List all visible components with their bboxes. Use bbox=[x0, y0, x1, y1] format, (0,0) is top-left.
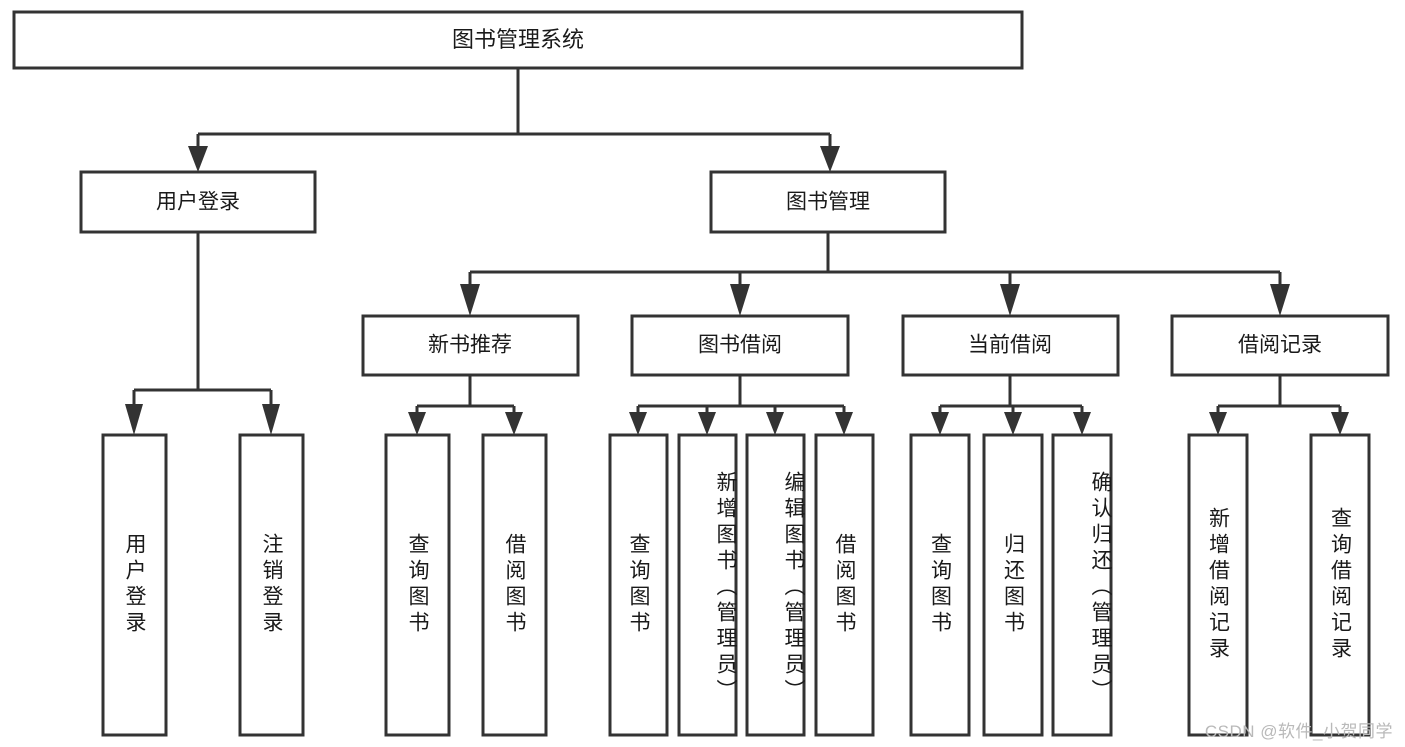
leaf-node-boxes bbox=[101, 433, 1371, 737]
node-borrow-record-label: 借阅记录 bbox=[1238, 334, 1322, 357]
node-book-borrow-label: 图书借阅 bbox=[698, 334, 782, 357]
node-new-book-rec-label: 新书推荐 bbox=[428, 334, 512, 357]
node-new-book-rec-box[interactable] bbox=[361, 314, 580, 377]
leaf-box-logout[interactable] bbox=[238, 433, 305, 737]
node-book-borrow-box[interactable] bbox=[630, 314, 850, 377]
connector-group-new-book-rec bbox=[408, 375, 523, 435]
leaf-box-return-book[interactable] bbox=[982, 433, 1044, 737]
node-current-borrow[interactable]: 当前借阅 bbox=[901, 314, 1120, 377]
connector-group-user-login bbox=[125, 232, 280, 435]
node-new-book-rec[interactable]: 新书推荐 bbox=[361, 314, 580, 377]
node-user-login[interactable]: 用户登录 bbox=[79, 170, 317, 234]
connector-group-book-manage bbox=[460, 232, 1290, 316]
node-root-box[interactable] bbox=[12, 10, 1024, 70]
leaf-box-borrow-book[interactable] bbox=[814, 433, 875, 737]
leaf-box-query-book-borrow[interactable] bbox=[608, 433, 669, 737]
node-user-login-label: 用户登录 bbox=[156, 191, 240, 214]
arrow-head-leaf-borrow-book-rec bbox=[505, 412, 523, 435]
arrow-head-leaf-add-record bbox=[1209, 412, 1227, 435]
leaf-box-query-book-cur[interactable] bbox=[909, 433, 971, 737]
node-book-borrow[interactable]: 图书借阅 bbox=[630, 314, 850, 377]
arrow-head-current-borrow bbox=[1000, 284, 1020, 316]
leaf-box-add-book[interactable] bbox=[677, 433, 738, 737]
arrow-head-book-borrow bbox=[730, 284, 750, 316]
leaf-box-confirm-return[interactable] bbox=[1051, 433, 1113, 737]
node-root-label: 图书管理系统 bbox=[452, 27, 584, 52]
node-current-borrow-box[interactable] bbox=[901, 314, 1120, 377]
arrow-head-leaf-query-book-borrow bbox=[629, 412, 647, 435]
arrow-head-borrow-record bbox=[1270, 284, 1290, 316]
arrow-head-leaf-edit-book bbox=[766, 412, 784, 435]
node-borrow-record[interactable]: 借阅记录 bbox=[1170, 314, 1390, 377]
arrow-head-leaf-query-book-rec bbox=[408, 412, 426, 435]
leaf-box-user-login[interactable] bbox=[101, 433, 168, 737]
leaf-box-add-record[interactable] bbox=[1187, 433, 1249, 737]
leaf-box-query-book-rec[interactable] bbox=[384, 433, 451, 737]
arrow-head-leaf-return-book bbox=[1004, 412, 1022, 435]
leaf-box-borrow-book-rec[interactable] bbox=[481, 433, 548, 737]
node-current-borrow-label: 当前借阅 bbox=[968, 334, 1052, 357]
node-book-manage[interactable]: 图书管理 bbox=[709, 170, 947, 234]
arrow-head-new-book-rec bbox=[460, 284, 480, 316]
node-borrow-record-box[interactable] bbox=[1170, 314, 1390, 377]
arrow-head-leaf-logout bbox=[262, 404, 280, 435]
connector-group-root bbox=[188, 68, 840, 172]
leaf-box-query-record[interactable] bbox=[1309, 433, 1371, 737]
arrow-head-leaf-query-book-cur bbox=[931, 412, 949, 435]
node-root[interactable]: 图书管理系统 bbox=[12, 10, 1024, 70]
arrow-head-leaf-query-record bbox=[1331, 412, 1349, 435]
connector-group-book-borrow bbox=[629, 375, 853, 435]
node-book-manage-box[interactable] bbox=[709, 170, 947, 234]
node-book-manage-label: 图书管理 bbox=[786, 191, 870, 214]
connector-group-current-borrow bbox=[931, 375, 1091, 435]
csdn-watermark: CSDN @软件_小贺同学 bbox=[1204, 722, 1393, 741]
arrow-head-leaf-add-book bbox=[698, 412, 716, 435]
node-user-login-box[interactable] bbox=[79, 170, 317, 234]
connector-group-borrow-record bbox=[1209, 375, 1349, 435]
arrow-head-leaf-borrow-book bbox=[835, 412, 853, 435]
arrow-head-leaf-user-login bbox=[125, 404, 143, 435]
arrow-head-book-manage bbox=[820, 146, 840, 172]
arrow-head-leaf-confirm-return bbox=[1073, 412, 1091, 435]
arrow-head-user-login bbox=[188, 146, 208, 172]
leaf-box-edit-book[interactable] bbox=[745, 433, 806, 737]
